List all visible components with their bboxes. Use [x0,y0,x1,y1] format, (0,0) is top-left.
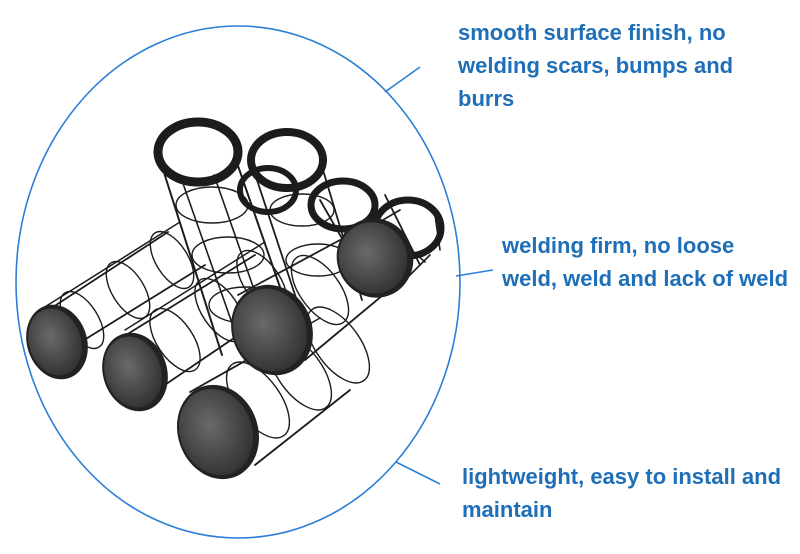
cage-ring [247,128,327,192]
end-cap-center [231,284,313,376]
end-cap-middle-left [102,332,168,412]
end-cap-right [336,218,414,298]
leader-line-2 [455,269,494,277]
callout-lightweight: lightweight, easy to install and maintai… [462,464,782,522]
end-cap-front-bottom [176,384,260,480]
callout-welding: welding firm, no loose weld, weld and la… [502,233,789,291]
filter-cage-back-left [153,117,301,361]
highlight-ellipse [15,25,461,539]
cage-ring [307,177,379,233]
cage-ring [153,117,243,187]
callout-surface-finish: smooth surface finish, no welding scars,… [458,20,734,111]
leader-line-3 [395,461,441,485]
filter-cage-back-mid [247,128,363,311]
leader-line-1 [384,66,421,93]
cage-ring [237,165,299,215]
end-cap-front-left [26,304,88,380]
